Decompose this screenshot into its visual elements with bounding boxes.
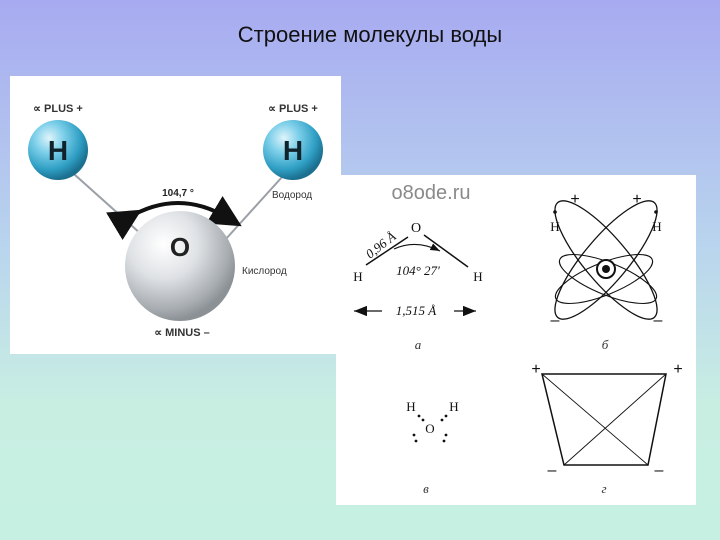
molecule-model-figure: 104,7 ° ∝ PLUS + H ∝ PLUS + H Водород O … bbox=[28, 103, 323, 339]
scheme-b-orbital-1 bbox=[554, 200, 658, 320]
scheme-g-plus-right: + bbox=[673, 361, 682, 378]
scheme-g-diagonal-1 bbox=[541, 373, 649, 466]
scheme-a-atom-o: O bbox=[411, 221, 421, 236]
scheme-v-caption: в bbox=[423, 481, 429, 496]
scheme-g-diagonal-2 bbox=[563, 373, 667, 466]
scheme-a-atom-h-left: H bbox=[353, 269, 362, 284]
scheme-a-atom-h-right: H bbox=[473, 269, 482, 284]
angle-arc bbox=[106, 196, 242, 240]
scheme-b-plus-right: + bbox=[632, 191, 641, 208]
scheme-b: + + H H – – б bbox=[550, 191, 663, 352]
schemes-figure: o8ode.ru 0,96 Å O H H 104° 27′ 1,515 Å а… bbox=[353, 182, 682, 496]
scheme-b-h-right: H bbox=[652, 219, 661, 234]
oxygen-atom bbox=[125, 211, 235, 321]
scheme-b-orbital-2 bbox=[554, 200, 658, 320]
oxygen-tag: ∝ MINUS – bbox=[154, 327, 210, 339]
scheme-b-minus-left: – bbox=[551, 312, 560, 329]
scheme-a-angle-arc bbox=[393, 243, 441, 252]
scheme-g-caption: г bbox=[601, 481, 606, 496]
slide-title: Строение молекулы воды bbox=[237, 22, 503, 47]
scheme-a-bond-left bbox=[365, 236, 409, 266]
watermark: o8ode.ru bbox=[392, 182, 471, 204]
hydrogen-left-tag: ∝ PLUS + bbox=[33, 103, 83, 115]
scheme-b-caption: б bbox=[602, 337, 609, 352]
scheme-a-angle: 104° 27′ bbox=[396, 263, 440, 278]
scheme-a-distance: 1,515 Å bbox=[396, 303, 437, 318]
scheme-g: + + – – г bbox=[531, 361, 682, 496]
scheme-v-electron-dots bbox=[412, 414, 448, 443]
scheme-a-bond-length: 0,96 Å bbox=[363, 229, 399, 262]
scheme-v: H H O в bbox=[406, 399, 458, 496]
angle-label: 104,7 ° bbox=[162, 188, 194, 199]
scheme-g-trapezoid bbox=[541, 373, 667, 466]
molecule-model-panel: 104,7 ° ∝ PLUS + H ∝ PLUS + H Водород O … bbox=[10, 76, 341, 354]
hydrogen-left-symbol: H bbox=[48, 135, 68, 166]
scheme-g-minus-left: – bbox=[548, 462, 557, 479]
scheme-v-h-left: H bbox=[406, 399, 415, 414]
scheme-g-plus-left: + bbox=[531, 361, 540, 378]
schemes-panel: o8ode.ru 0,96 Å O H H 104° 27′ 1,515 Å а… bbox=[336, 175, 696, 505]
hydrogen-right-symbol: H bbox=[283, 135, 303, 166]
scheme-b-minus-right: – bbox=[654, 312, 663, 329]
hydrogen-right-label: Водород bbox=[272, 190, 312, 201]
scheme-b-h-left: H bbox=[550, 219, 559, 234]
scheme-a-bond-right bbox=[423, 234, 469, 268]
scheme-v-o: O bbox=[425, 421, 434, 436]
oxygen-symbol: O bbox=[170, 232, 190, 262]
oxygen-label: Кислород bbox=[242, 266, 287, 277]
scheme-b-nucleus-core bbox=[602, 265, 610, 273]
hydrogen-left-atom bbox=[28, 120, 88, 180]
hydrogen-right-atom bbox=[263, 120, 323, 180]
scheme-a: 0,96 Å O H H 104° 27′ 1,515 Å а bbox=[353, 221, 482, 352]
scheme-b-plus-left: + bbox=[570, 191, 579, 208]
scheme-g-minus-right: – bbox=[655, 462, 664, 479]
scheme-v-h-right: H bbox=[449, 399, 458, 414]
hydrogen-right-tag: ∝ PLUS + bbox=[268, 103, 318, 115]
scheme-a-caption: а bbox=[415, 337, 422, 352]
